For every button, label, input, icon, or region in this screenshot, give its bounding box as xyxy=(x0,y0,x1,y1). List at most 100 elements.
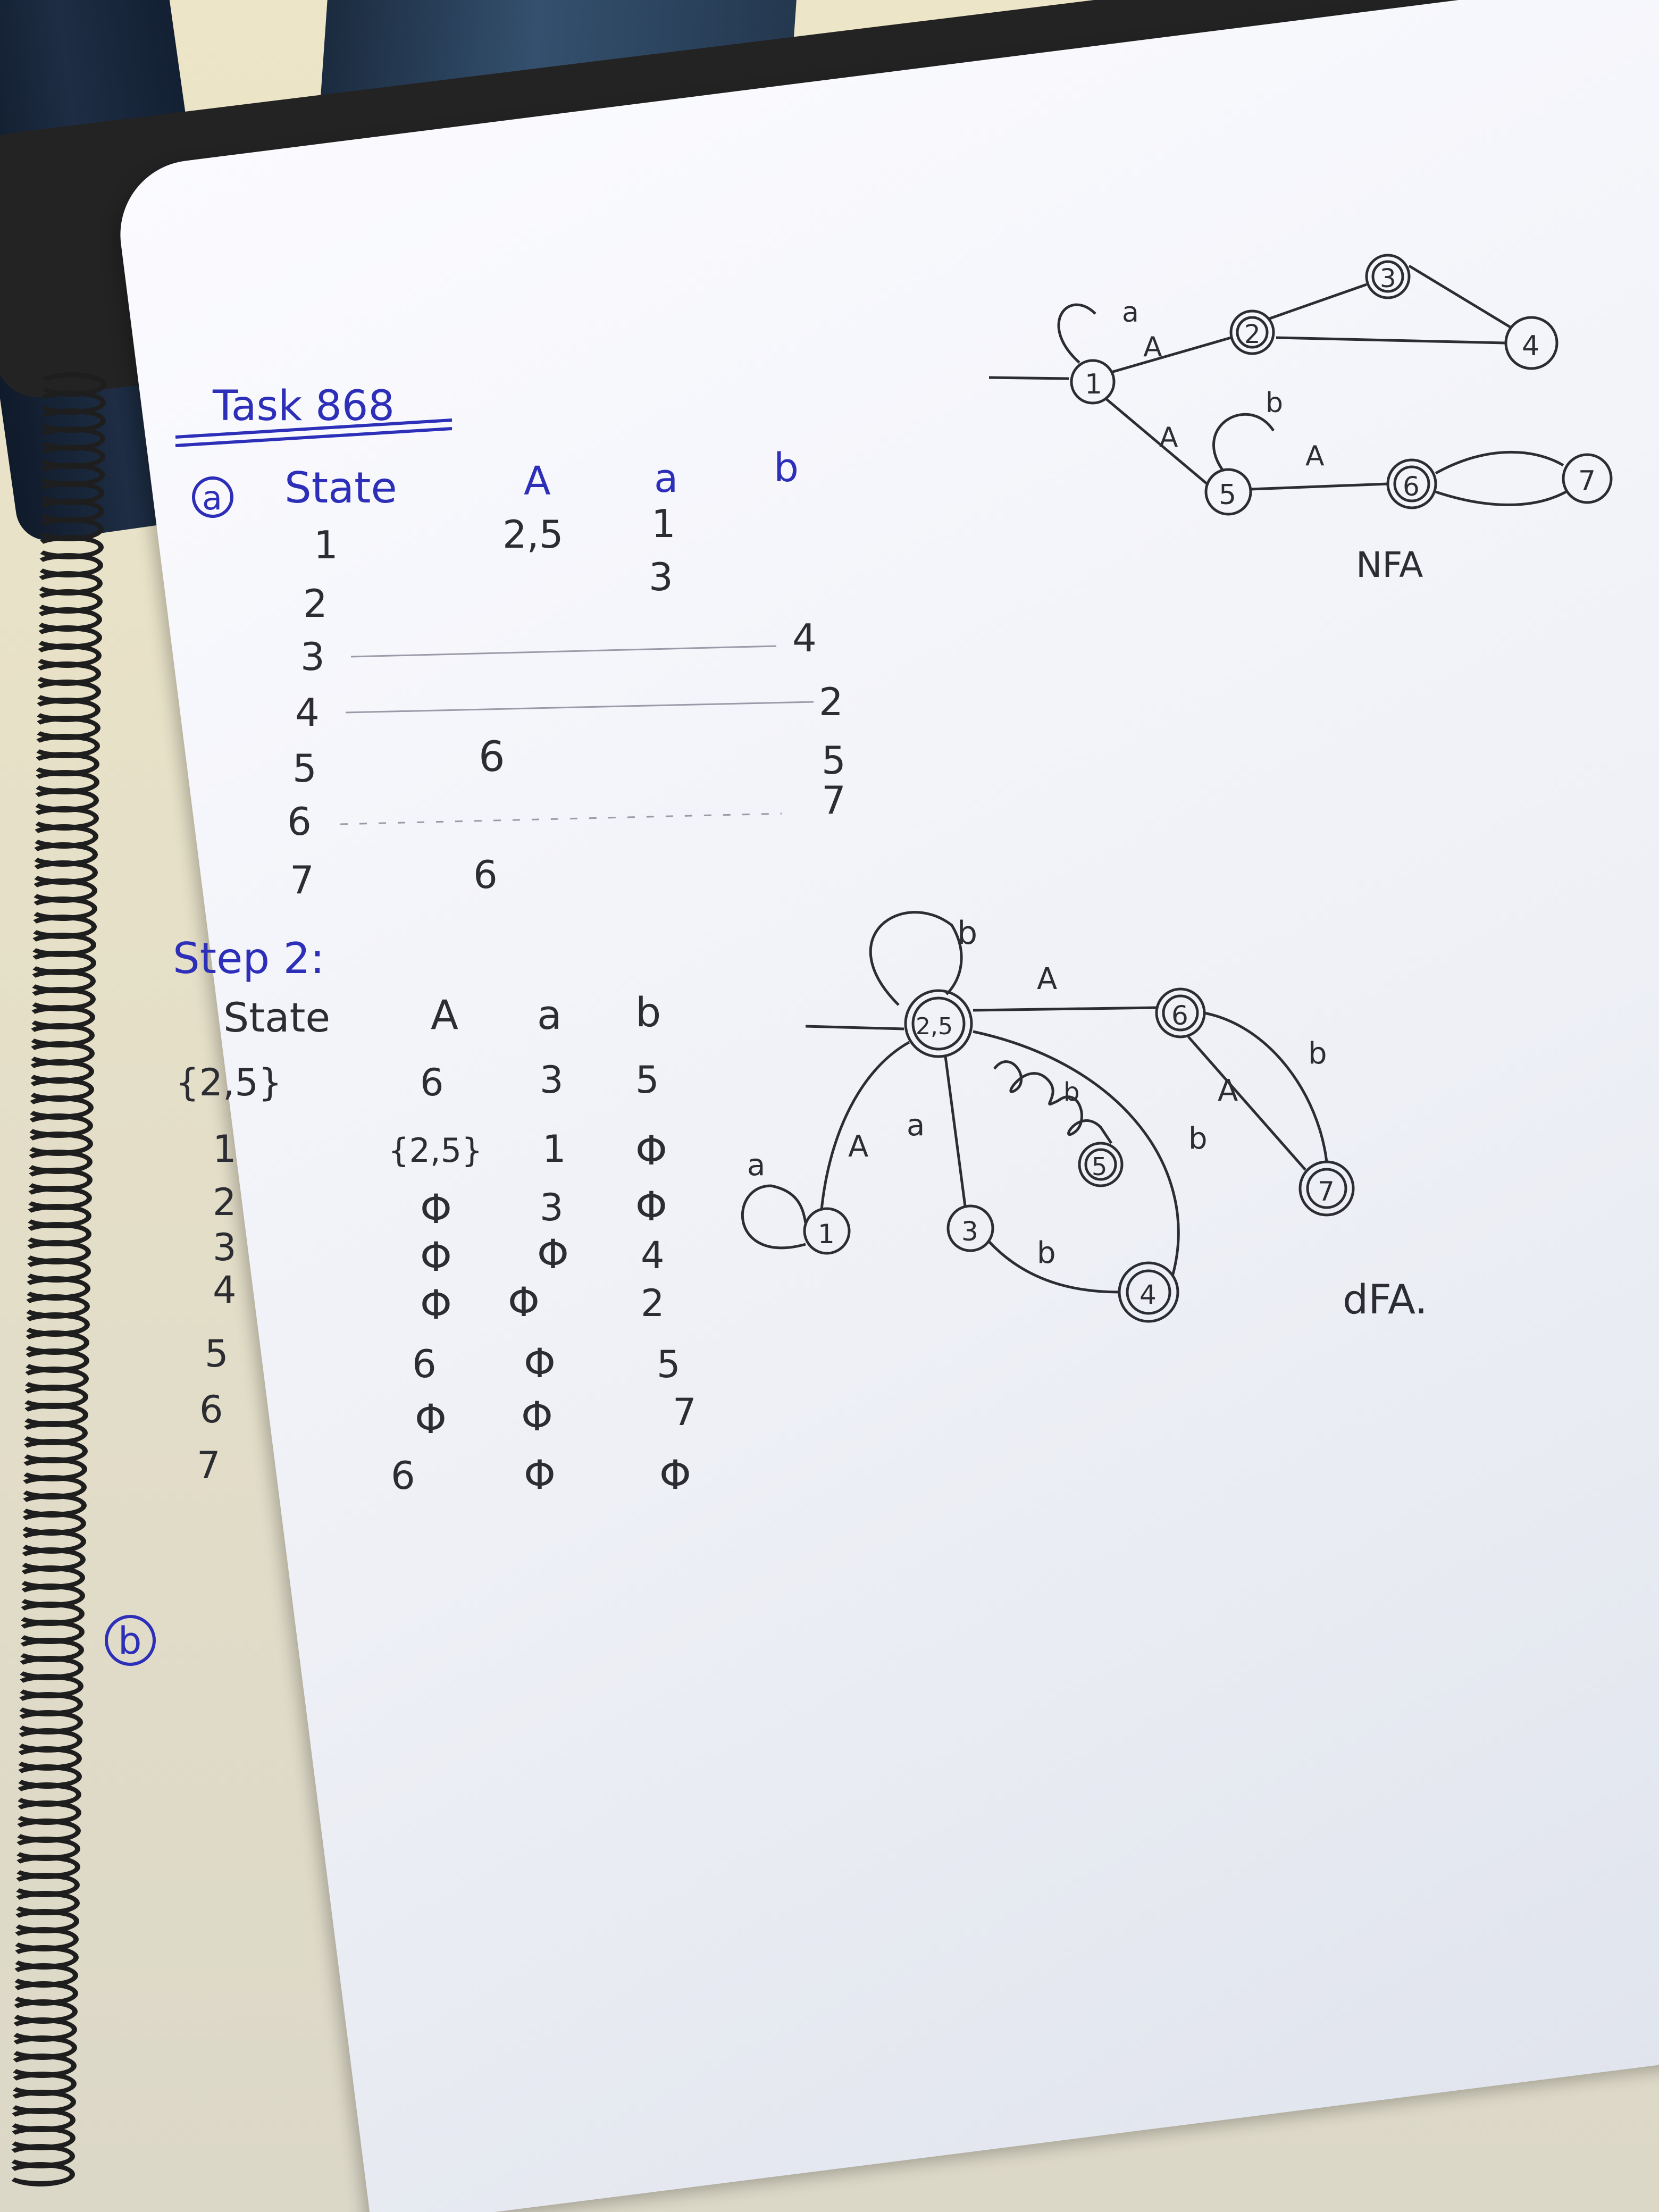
dfa-cell-A: Φ xyxy=(415,1395,447,1443)
nfa-state-label: 2 xyxy=(1244,320,1261,349)
nfa-edge-4-2 xyxy=(1276,336,1505,345)
dfa-edge-label: b xyxy=(1037,1236,1056,1270)
nfa-header-b: b xyxy=(774,445,799,491)
dfa-edge-7-6 xyxy=(1187,1036,1306,1171)
dfa-cell-a: Φ xyxy=(524,1339,556,1387)
dfa-cell-state: 4 xyxy=(213,1268,237,1312)
dfa-edge-6-7 xyxy=(1204,1011,1328,1162)
dfa-cell-a: Φ xyxy=(524,1451,556,1498)
nfa-state-2 xyxy=(1229,309,1275,355)
dfa-header-A: A xyxy=(431,991,458,1038)
dfa-table: State A a b {2,5} 6 3 5 1 {2,5} 1 Φ 2 Φ … xyxy=(175,988,697,1498)
nfa-state-label: 3 xyxy=(1380,264,1396,294)
nfa-header-A: A xyxy=(524,458,551,504)
dfa-cell-b: Φ xyxy=(635,1127,667,1174)
dfa-state-4-accept-ring xyxy=(1126,1269,1171,1315)
title-underline xyxy=(175,418,453,439)
dfa-cell-A: {2,5} xyxy=(388,1131,483,1170)
dfa-header-a: a xyxy=(537,991,562,1038)
nfa-cell-A: 2,5 xyxy=(502,512,564,557)
nfa-state-5 xyxy=(1204,468,1252,516)
row-guide xyxy=(345,701,814,714)
spiral-coil xyxy=(5,2162,75,2186)
dfa-cell-state: 3 xyxy=(213,1226,237,1269)
nfa-table: State A a b 1 2,5 1 2 3 3 4 4 2 xyxy=(284,445,846,902)
dfa-state-label: 4 xyxy=(1139,1279,1157,1310)
nfa-edge-label: A xyxy=(1143,331,1162,363)
title-underline-2 xyxy=(175,427,453,447)
dfa-cell-state: 5 xyxy=(205,1332,229,1376)
dfa-state-label: 7 xyxy=(1318,1176,1335,1207)
dfa-state-6-accept-ring xyxy=(1162,994,1199,1032)
dfa-state-25 xyxy=(904,989,973,1058)
step2-title: Step 2: xyxy=(173,934,324,983)
dfa-diagram: 2,5 b 6 A 7 b A 1 a A 3 a xyxy=(741,911,1428,1323)
dfa-state-label: 6 xyxy=(1171,1000,1188,1031)
nfa-edge-7-6 xyxy=(1435,490,1567,506)
dfa-state-25-accept-ring xyxy=(911,996,966,1051)
dfa-cell-A: 6 xyxy=(412,1342,437,1386)
dfa-edge-label: b xyxy=(1063,1077,1079,1107)
dfa-cell-a: 3 xyxy=(540,1058,564,1102)
nfa-edge-label: a xyxy=(1122,297,1139,329)
row-guide xyxy=(350,645,777,658)
nfa-state-4 xyxy=(1504,316,1559,370)
dfa-edge-label: b xyxy=(1188,1121,1208,1156)
nfa-state-label: 6 xyxy=(1403,471,1420,502)
nfa-state-1 xyxy=(1070,359,1116,405)
nfa-start-arrow xyxy=(988,376,1069,380)
nfa-cell-a: 1 xyxy=(651,501,676,546)
dfa-state-7-accept-ring xyxy=(1306,1168,1347,1209)
nfa-edge-3-4 xyxy=(1408,264,1511,329)
dfa-header-b: b xyxy=(635,988,661,1036)
dfa-state-label: 3 xyxy=(961,1216,978,1247)
nfa-loop-1 xyxy=(1057,303,1096,364)
dfa-cell-A: Φ xyxy=(420,1233,452,1280)
dfa-state-label: 2,5 xyxy=(916,1013,953,1040)
nfa-header-a: a xyxy=(654,456,678,501)
dfa-row: 4 Φ Φ 2 xyxy=(213,1268,665,1328)
row-guide xyxy=(340,812,782,825)
dfa-state-5 xyxy=(1078,1142,1124,1187)
nfa-row-5: 5 6 5 xyxy=(292,733,846,791)
nfa-row-7: 7 6 xyxy=(290,852,498,902)
dfa-edge-label: A xyxy=(1218,1074,1238,1108)
nfa-state-label: 1 xyxy=(1085,368,1102,400)
nfa-header-state: State xyxy=(284,463,397,513)
dfa-cell-b: Φ xyxy=(659,1451,691,1498)
nfa-edge-label: A xyxy=(1159,422,1178,454)
nfa-cell-state: 3 xyxy=(300,634,325,679)
nfa-state-label: 4 xyxy=(1522,330,1539,362)
dfa-header-state: State xyxy=(223,994,330,1041)
nfa-state-label: 7 xyxy=(1578,465,1596,497)
part-b-circle xyxy=(105,1615,156,1666)
dfa-edge-label: b xyxy=(957,915,977,952)
notebook-spiral-binding xyxy=(5,372,106,2212)
nfa-edge-label: b xyxy=(1266,387,1283,419)
nfa-cell-state: 7 xyxy=(290,858,314,902)
dfa-loop-25 xyxy=(869,911,963,1006)
nfa-row-3: 3 4 xyxy=(300,616,817,679)
dfa-edge-label: b xyxy=(1308,1036,1327,1071)
dfa-state-3 xyxy=(946,1204,994,1252)
dfa-scribble xyxy=(993,1060,1113,1144)
dfa-edge-label: A xyxy=(848,1129,868,1164)
nfa-cell-state: 1 xyxy=(314,523,338,567)
dfa-cell-b: 4 xyxy=(641,1234,665,1277)
nfa-cell-A: 6 xyxy=(479,733,505,781)
dfa-edge-25-6 xyxy=(973,1006,1157,1012)
dfa-cell-b: 5 xyxy=(635,1058,659,1102)
dfa-state-label: 5 xyxy=(1092,1152,1107,1181)
dfa-cell-b: Φ xyxy=(635,1183,667,1230)
dfa-row: 5 6 Φ 5 xyxy=(205,1332,681,1387)
nfa-state-2-accept-ring xyxy=(1236,316,1269,349)
dfa-edge-label: a xyxy=(747,1148,765,1183)
nfa-cell-A: 6 xyxy=(473,852,498,897)
dfa-edge-label: A xyxy=(1037,962,1057,996)
dfa-cell-A: Φ xyxy=(420,1281,452,1328)
dfa-cell-a: 1 xyxy=(542,1127,566,1171)
dfa-cell-b: 5 xyxy=(657,1343,681,1386)
nfa-cell-b: 7 xyxy=(822,778,846,823)
nfa-state-6-accept-ring xyxy=(1393,465,1430,502)
